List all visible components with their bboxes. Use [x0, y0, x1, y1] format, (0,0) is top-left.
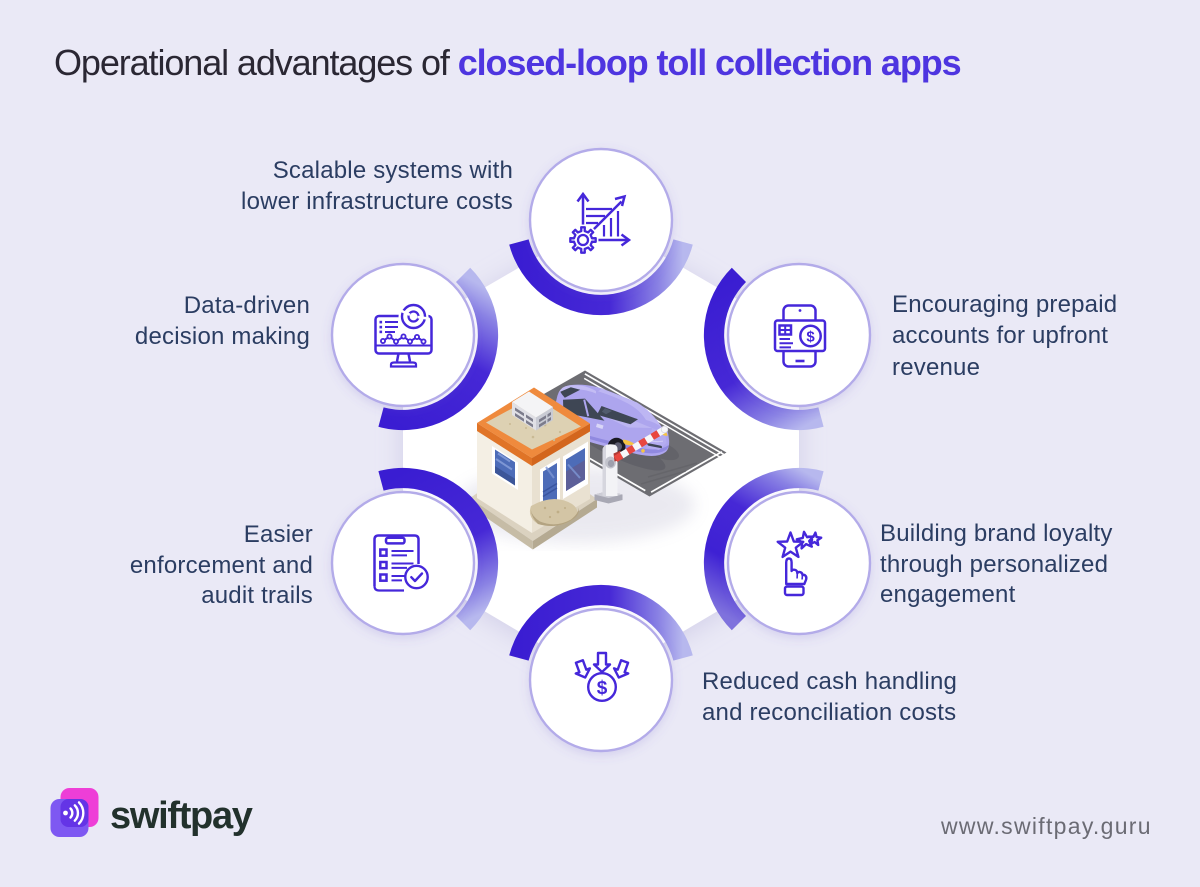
svg-text:$: $ [597, 678, 608, 699]
svg-text:$: $ [806, 329, 815, 346]
